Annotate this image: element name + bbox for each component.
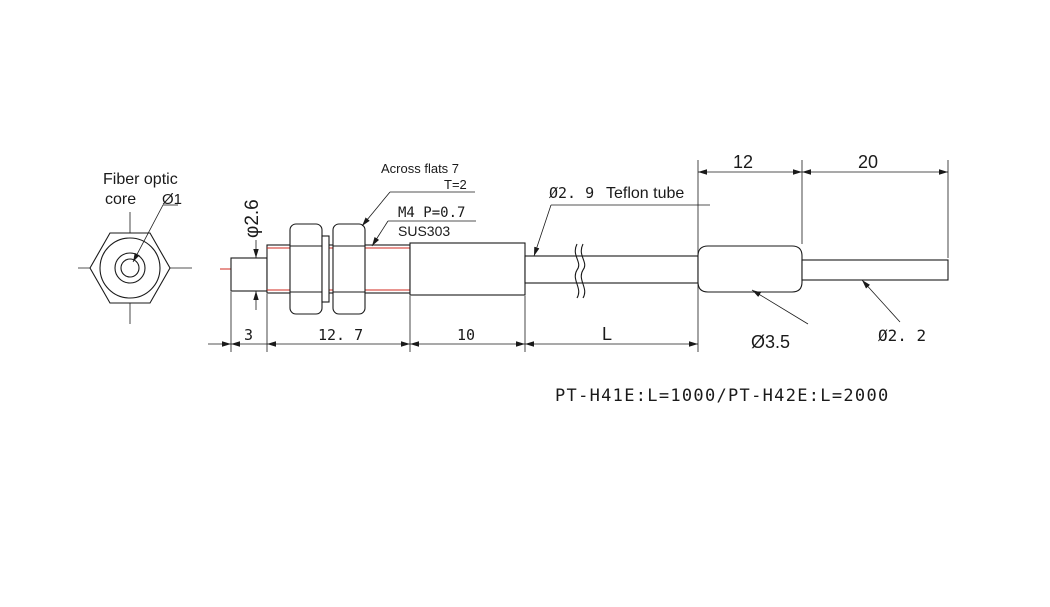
hex-nut-1 — [289, 223, 323, 315]
dim-sleeve-length: 10 — [457, 326, 475, 344]
end-view: Fiber optic core Ø1 — [78, 171, 192, 324]
teflon-tube-label: Teflon tube — [606, 185, 684, 202]
cable-diameter-label: Ø2. 2 — [878, 326, 926, 345]
model-length-note: PT-H41E:L=1000/PT-H42E:L=2000 — [555, 386, 890, 406]
teflon-tube — [524, 255, 699, 284]
sleeve-3.5 — [697, 245, 803, 293]
dim-tip-length: 3 — [244, 326, 253, 344]
fiber-core-label-2: core — [105, 191, 136, 208]
material-label: SUS303 — [398, 223, 450, 239]
washer-1 — [321, 235, 330, 303]
core-leader — [132, 204, 164, 263]
dim-tube-length: L — [602, 324, 612, 344]
sleeve-circle — [114, 252, 146, 284]
callouts: Across flats 7 T=2 M4 P=0.7 SUS303 Ø2. 9… — [361, 161, 926, 352]
thread-spec-label: M4 P=0.7 — [398, 205, 465, 221]
nut-thickness-label: T=2 — [444, 177, 467, 192]
across-flats-leader — [361, 191, 391, 227]
across-flats-label: Across flats 7 — [381, 161, 459, 176]
cable-leader — [861, 279, 901, 323]
thread-leader — [371, 220, 389, 247]
washer-circle — [99, 237, 161, 299]
break-mark — [574, 243, 580, 299]
dim-thread-length: 12. 7 — [318, 326, 363, 344]
sleeve-leader — [751, 289, 809, 325]
side-view — [220, 223, 949, 315]
sleeve-diameter-label: Ø3.5 — [751, 332, 790, 352]
fiber-core-label-1: Fiber optic — [103, 171, 178, 188]
tube-leader — [533, 204, 552, 257]
dim-cable-end-length: 20 — [858, 152, 878, 172]
hex-nut-end-view — [89, 232, 171, 304]
fiber-core-circle — [120, 258, 140, 278]
hex-nut-2 — [332, 223, 366, 315]
tube-diameter-label: Ø2. 9 — [549, 184, 594, 202]
cable-end — [801, 259, 949, 281]
sleeve — [409, 242, 526, 296]
core-diameter-label: Ø1 — [162, 191, 182, 208]
dim-sleeve2-length: 12 — [733, 152, 753, 172]
dimensions: 3 12. 7 10 L 12 20 φ2.6 — [208, 152, 949, 352]
tip-diameter-label: φ2.6 — [242, 199, 263, 238]
tip-protrusion — [230, 257, 268, 292]
